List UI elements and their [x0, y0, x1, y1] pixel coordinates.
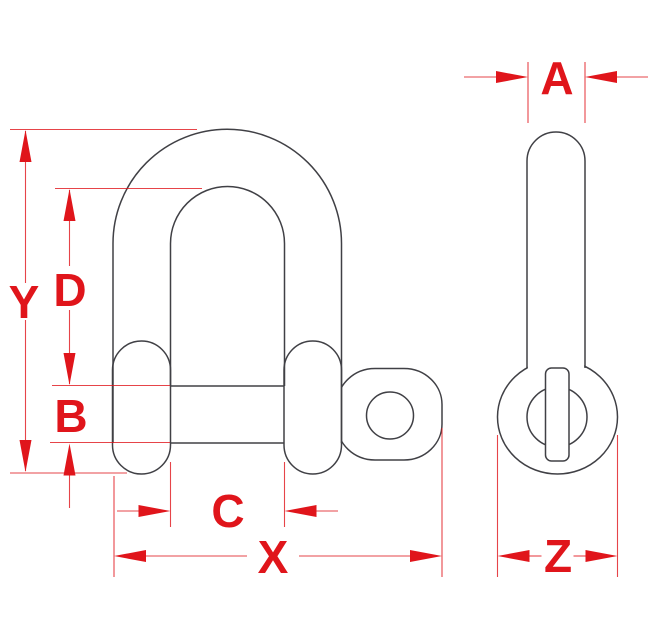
dimension-label-b: B [54, 390, 87, 442]
dimension-z: Z [496, 435, 619, 582]
bow-outline [112, 128, 343, 443]
x-arrow-left [114, 550, 146, 562]
a-arrow-right [585, 71, 617, 83]
side-body-outline [526, 131, 586, 368]
dimension-label-x: X [258, 531, 289, 583]
dimension-x: X [113, 428, 443, 583]
y-arrow-up [19, 130, 32, 162]
front-view [111, 128, 443, 475]
dimension-c: C [117, 462, 338, 537]
side-view [496, 131, 619, 475]
ear-right [283, 340, 343, 475]
x-arrow-right [410, 550, 442, 562]
dimension-label-y: Y [9, 276, 40, 328]
side-body-fill [527, 140, 585, 398]
dimension-d: D [53, 187, 202, 385]
pin-head-hole [365, 391, 415, 440]
dimension-label-c: C [211, 485, 244, 537]
d-arrow-down [63, 353, 76, 385]
dimension-label-a: A [540, 52, 573, 104]
side-pin-bar [544, 367, 570, 462]
dimension-a: A [464, 52, 648, 123]
z-arrow-left [497, 550, 530, 562]
dimension-b: B [50, 384, 170, 508]
c-arrow-right [284, 505, 317, 517]
dimension-label-z: Z [544, 530, 572, 582]
a-arrow-left [496, 71, 528, 83]
d-arrow-up [63, 189, 76, 221]
c-arrow-left [138, 505, 171, 517]
z-arrow-right [585, 550, 618, 562]
dimension-label-d: D [53, 264, 86, 316]
b-arrow-up [63, 443, 76, 476]
ear-left [111, 340, 172, 475]
y-arrow-down [19, 440, 32, 472]
